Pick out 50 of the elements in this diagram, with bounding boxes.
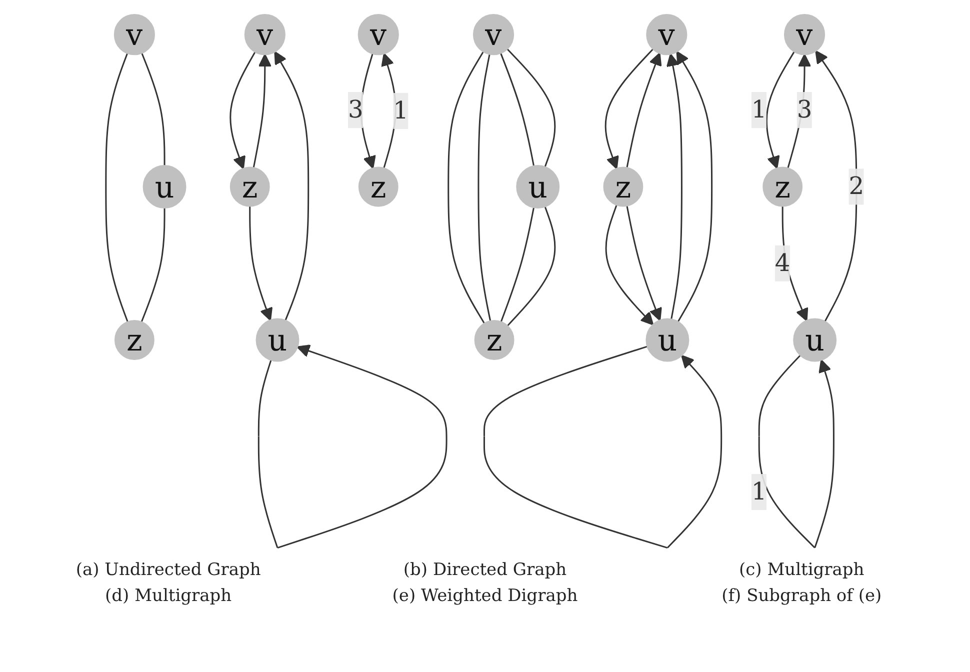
node-circle: u (142, 165, 186, 208)
subfigure-caption: (f) Subgraph of (e) (720, 586, 883, 606)
node-circle: v (784, 14, 826, 56)
connector (478, 54, 492, 322)
node-circle: u (256, 318, 300, 362)
node-circle: u (793, 318, 837, 362)
connector (141, 52, 166, 166)
node-circle: v (472, 14, 514, 56)
node-circle: v (114, 14, 155, 56)
arrow (626, 205, 662, 322)
arrow (605, 204, 654, 326)
subfigure-caption: (b) Directed Graph (402, 560, 568, 580)
node-circle: z (762, 166, 803, 207)
arrow (766, 51, 795, 169)
arrow (666, 53, 682, 320)
connector (500, 52, 535, 166)
arrow (626, 52, 662, 168)
subfigure-caption: (e) Weighted Digraph (391, 586, 579, 606)
arrow (604, 48, 654, 170)
arrow (274, 51, 310, 321)
node-circle: z (114, 320, 154, 360)
subfigure-caption: (a) Undirected Graph (74, 560, 262, 580)
connector (500, 207, 535, 322)
edge-label: 1 (751, 95, 767, 124)
connector (506, 206, 556, 326)
edge-label: 1 (393, 96, 408, 124)
node-circle: z (603, 166, 644, 207)
subfigure-caption: (c) Multigraph (738, 560, 866, 580)
edge-label: 3 (796, 95, 812, 124)
node-circle: u (516, 165, 560, 208)
edge-label: 3 (348, 95, 364, 124)
arrow (230, 51, 256, 170)
connector (105, 52, 128, 322)
connector (506, 48, 556, 168)
arrow (676, 51, 713, 322)
node-circle: v (646, 14, 688, 56)
connector (140, 208, 166, 322)
node-circle: z (230, 166, 270, 207)
node-circle: z (474, 320, 514, 360)
subfigure-caption: (d) Multigraph (104, 586, 233, 606)
edge-label: 1 (751, 477, 767, 506)
node-circle: u (646, 318, 690, 362)
node-circle: v (358, 14, 399, 56)
arrow (249, 206, 273, 321)
node-circle: z (358, 166, 398, 207)
edge-label: 2 (848, 172, 864, 200)
node-circle: v (244, 14, 286, 56)
arrow (252, 54, 272, 168)
edge-label: 4 (774, 248, 790, 277)
connector (448, 51, 486, 324)
